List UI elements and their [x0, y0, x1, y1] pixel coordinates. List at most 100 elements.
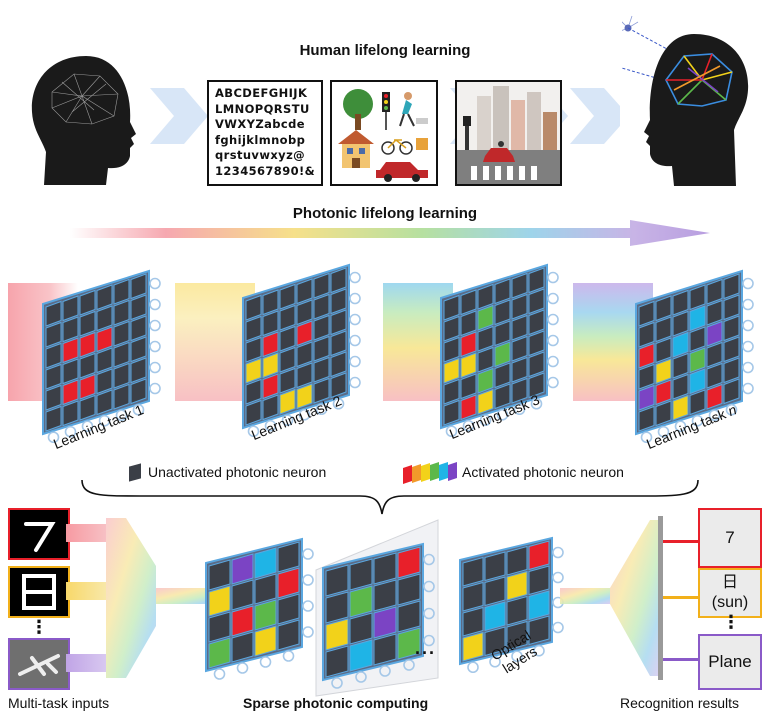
microring: [259, 656, 272, 668]
unactivated-neuron: [528, 615, 550, 646]
unactivated-neuron: [62, 358, 79, 385]
microring: [552, 546, 564, 559]
unactivated-neuron: [723, 294, 740, 321]
unactivated-neuron: [397, 573, 421, 606]
unactivated-neuron: [689, 326, 706, 353]
unactivated-neuron: [638, 363, 655, 390]
unactivated-neuron: [443, 336, 460, 363]
microring: [149, 382, 161, 395]
unactivated-neuron: [96, 389, 113, 416]
microring: [298, 408, 311, 421]
unactivated-neuron: [511, 293, 528, 320]
unactivated-neuron: [96, 284, 113, 311]
microring: [742, 277, 754, 290]
activated-neuron: [655, 379, 672, 406]
unactivated-neuron: [672, 352, 689, 379]
legend-activated: Activated photonic neuron: [462, 464, 624, 480]
microring: [281, 414, 294, 427]
unactivated-neuron: [208, 611, 231, 643]
inputs-ellipsis: ⋮: [30, 617, 48, 637]
bottom-grid-3: [459, 536, 564, 674]
microring: [349, 355, 361, 368]
unactivated-neuron: [113, 383, 130, 410]
unactivated-neuron: [79, 394, 96, 421]
microring: [552, 621, 564, 634]
unactivated-neuron: [279, 283, 296, 310]
unactivated-neuron: [506, 620, 528, 651]
activated-neuron: [638, 384, 655, 411]
unactivated-neuron: [528, 309, 545, 336]
microring: [742, 382, 754, 395]
task-grid-2: [242, 263, 361, 438]
legend-unactivated: Unactivated photonic neuron: [148, 464, 327, 480]
unactivated-neuron: [296, 278, 313, 305]
activated-neuron: [397, 546, 421, 579]
unactivated-neuron: [397, 600, 421, 633]
unactivated-neuron: [689, 389, 706, 416]
microring: [149, 298, 161, 311]
unactivated-neuron: [262, 394, 279, 421]
unactivated-neuron: [528, 351, 545, 378]
activated-neuron: [231, 553, 254, 585]
activated-neuron: [477, 388, 494, 415]
input-image-digit-7: [8, 508, 70, 560]
unactivated-neuron: [494, 320, 511, 347]
caption-recognition-results: Recognition results: [620, 695, 740, 711]
unactivated-neuron: [330, 372, 347, 399]
microring: [552, 571, 564, 584]
unactivated-neuron: [313, 335, 330, 362]
caption-sparse-computing: Sparse photonic computing: [243, 695, 429, 711]
unactivated-neuron: [262, 289, 279, 316]
human-head-left-icon: [31, 56, 136, 185]
microring: [467, 661, 479, 674]
unactivated-neuron: [689, 284, 706, 311]
activated-neuron: [277, 567, 300, 599]
activated-neuron: [477, 367, 494, 394]
unactivated-neuron: [462, 581, 484, 612]
unactivated-neuron: [330, 351, 347, 378]
microring: [533, 644, 545, 657]
microring: [213, 668, 226, 680]
activated-neuron: [349, 639, 373, 672]
unactivated-neuron: [79, 289, 96, 316]
unactivated-neuron: [477, 346, 494, 373]
city-illustration: [457, 82, 560, 184]
activated-neuron: [462, 631, 484, 662]
caption-multitask-inputs: Multi-task inputs: [8, 695, 110, 711]
unactivated-neuron: [96, 368, 113, 395]
activated-neuron: [528, 590, 550, 621]
microring: [423, 553, 435, 566]
layers-ellipsis: ...: [415, 638, 437, 658]
microring: [691, 414, 704, 427]
unactivated-neuron: [45, 300, 62, 327]
unactivated-neuron: [528, 288, 545, 315]
unactivated-neuron: [277, 593, 300, 625]
unactivated-neuron: [277, 619, 300, 651]
unactivated-neuron: [706, 341, 723, 368]
activated-neuron: [689, 368, 706, 395]
unactivated-neuron: [723, 273, 740, 300]
unactivated-neuron: [706, 278, 723, 305]
activated-neuron: [208, 637, 231, 669]
microring: [496, 408, 509, 421]
unactivated-neuron: [330, 288, 347, 315]
activated-neuron: [245, 357, 262, 384]
microring: [149, 319, 161, 332]
unactivated-neuron: [113, 320, 130, 347]
microring: [315, 403, 328, 416]
activated-neuron: [279, 388, 296, 415]
rainbow-arrow: [70, 220, 710, 246]
activated-neuron: [655, 358, 672, 385]
microring: [115, 409, 128, 422]
microring: [674, 420, 687, 433]
input-image-plane: [8, 638, 70, 690]
activated-neuron: [460, 331, 477, 358]
unactivated-neuron: [484, 576, 506, 607]
unactivated-neuron: [130, 336, 147, 363]
microring: [349, 376, 361, 389]
unactivated-neuron: [130, 378, 147, 405]
unactivated-neuron: [655, 316, 672, 343]
result-1-text: 7: [725, 528, 735, 547]
activated-neuron: [262, 373, 279, 400]
unactivated-neuron: [113, 362, 130, 389]
